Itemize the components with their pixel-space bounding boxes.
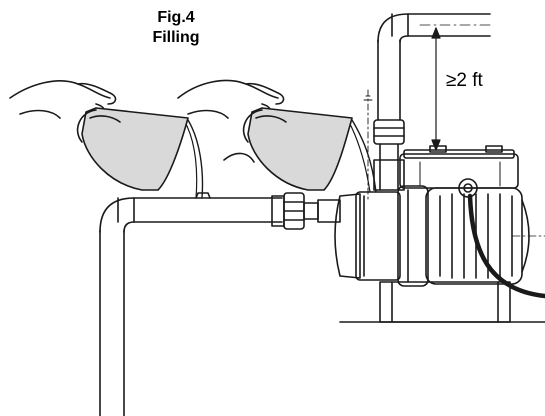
suction-pipe	[99, 192, 283, 416]
height-dimension-label: ≥2 ft	[446, 70, 483, 91]
discharge-pipe	[373, 13, 491, 191]
right-hand-with-jug	[177, 79, 377, 193]
figure-caption: Filling	[152, 29, 200, 46]
pump-base	[339, 281, 545, 323]
terminal-box	[399, 145, 519, 189]
pump-body	[334, 185, 545, 287]
figure-number: Fig.4	[157, 9, 195, 26]
dimension-label-box	[440, 64, 520, 104]
pipe-union-fitting	[271, 192, 341, 230]
figure-title: Fig.4 Filling	[130, 8, 222, 48]
left-hand-with-jug	[9, 80, 204, 199]
power-cable	[467, 193, 545, 299]
centerline-marker	[363, 89, 373, 201]
